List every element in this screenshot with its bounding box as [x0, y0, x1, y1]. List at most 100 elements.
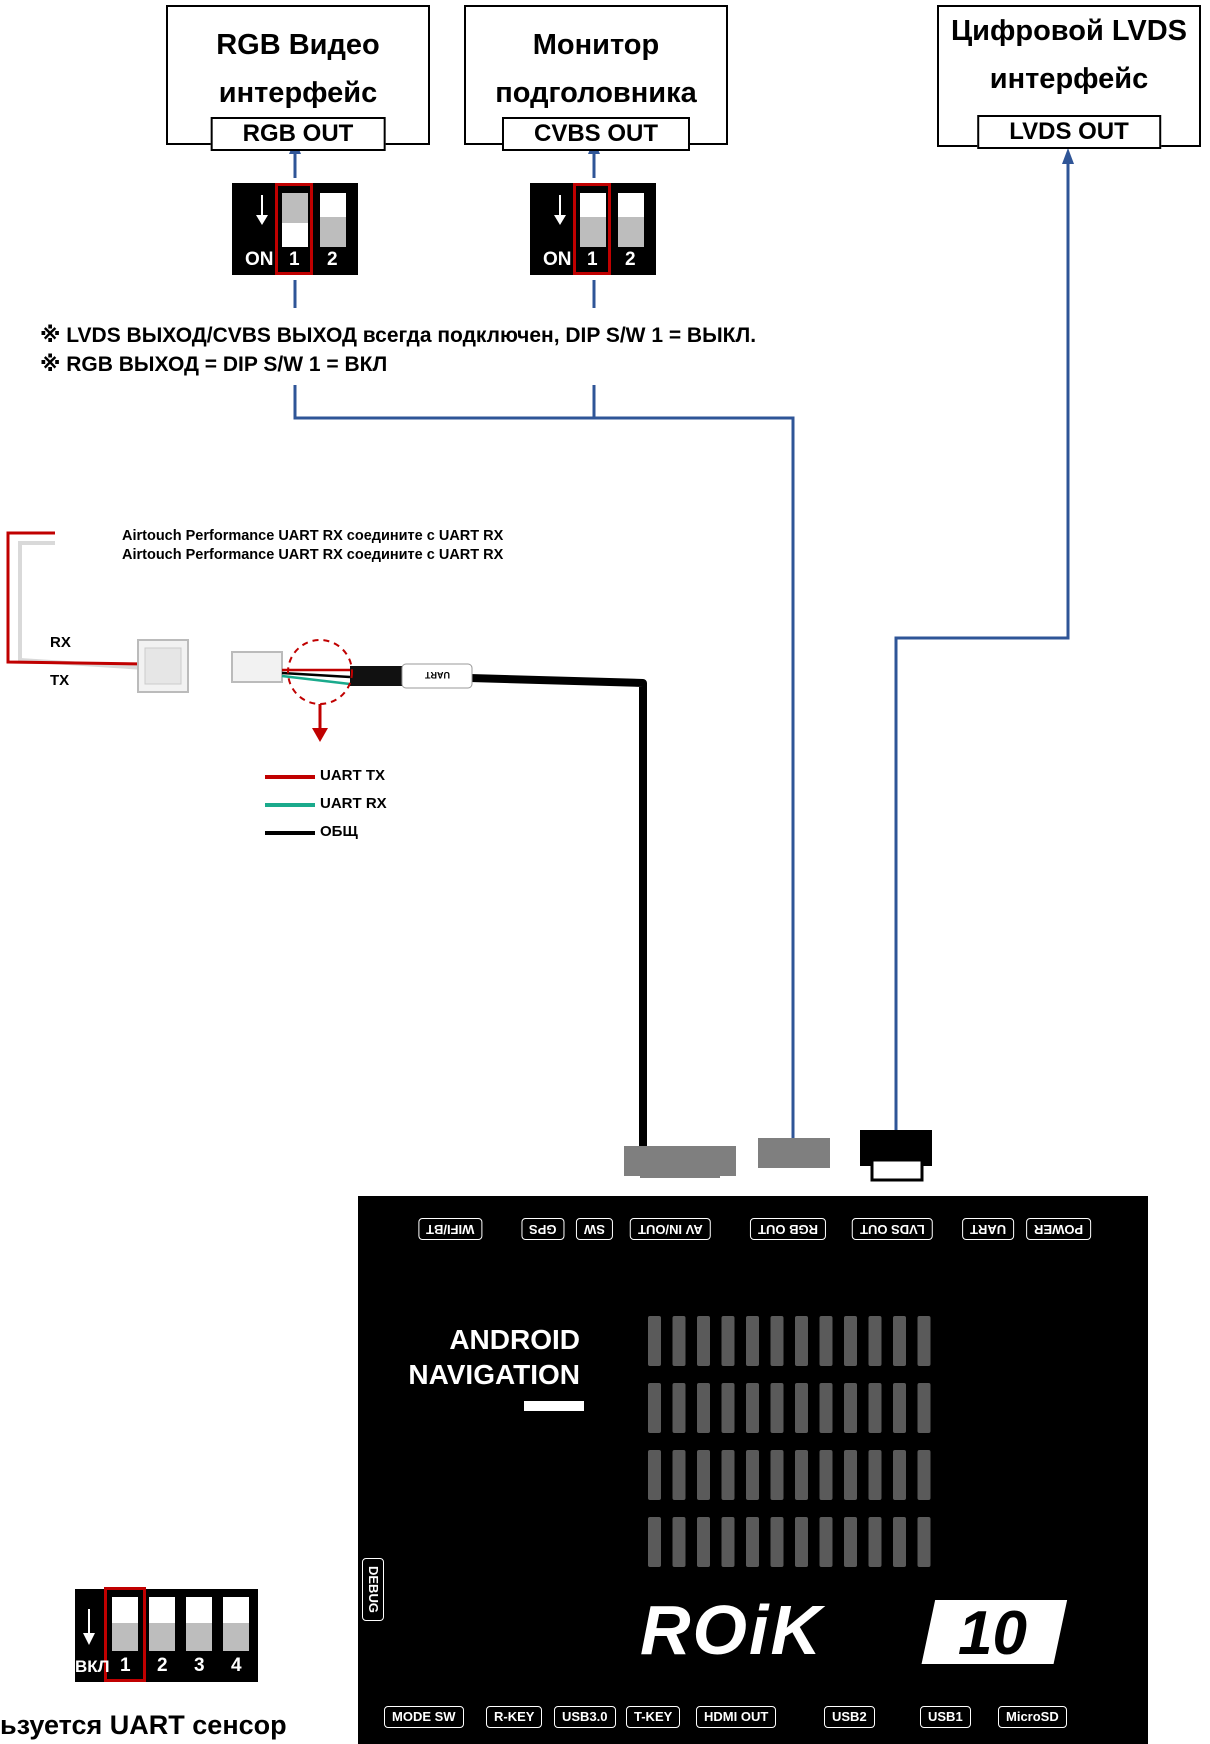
vent-slot: [697, 1316, 710, 1366]
legend-uart-tx: UART TX: [320, 767, 385, 784]
vent-slot: [697, 1383, 710, 1433]
dip-highlight: [104, 1587, 146, 1682]
lvds-out-port: LVDS OUT: [977, 115, 1161, 149]
dip-highlight: [275, 183, 313, 275]
down-arrow-icon: [312, 728, 328, 742]
port-usb3: USB3.0: [554, 1706, 616, 1728]
port-av-in-out: AV IN/OUT: [630, 1218, 711, 1240]
vent-slot: [746, 1450, 759, 1500]
vent-slot: [844, 1517, 857, 1567]
rgb-box-line1: RGB Видео: [216, 29, 380, 61]
dip-on-label: ON: [543, 249, 572, 270]
av-connector: [624, 1146, 736, 1176]
vent-slot: [721, 1517, 735, 1567]
vent-slot: [795, 1316, 808, 1366]
note-line-2: ※ RGB ВЫХОД = DIP S/W 1 = ВКЛ: [40, 353, 388, 376]
lvds-wire: [894, 162, 1070, 1130]
port-sw: SW: [576, 1218, 613, 1240]
dip-sw-2: [149, 1597, 175, 1651]
port-usb2: USB2: [824, 1706, 875, 1728]
vent-slot: [672, 1450, 686, 1500]
red-wire: [6, 531, 146, 666]
lvds-interface-box: Цифровой LVDS интерфейс LVDS OUT: [937, 5, 1201, 149]
bottom-caption: ьзуется UART сенсор: [0, 1710, 287, 1740]
port-gps: GPS: [521, 1218, 565, 1240]
port-lvds-out: LVDS OUT: [852, 1218, 933, 1240]
monitor-box-line2: подголовника: [495, 77, 697, 109]
vent-slot: [917, 1383, 931, 1433]
port-power: POWER: [1026, 1218, 1092, 1240]
down-arrow-icon: [256, 195, 268, 225]
vent-slot: [844, 1383, 857, 1433]
vent-grille: [648, 1316, 931, 1567]
vent-slot: [697, 1517, 710, 1567]
vent-slot: [648, 1517, 661, 1567]
note-line-1: ※ LVDS ВЫХОД/CVBS ВЫХОД всегда подключен…: [40, 324, 757, 347]
legend-uart-rx: UART RX: [320, 795, 387, 812]
port-t-key: T-KEY: [626, 1706, 681, 1728]
vent-slot: [893, 1450, 906, 1500]
vent-slot: [868, 1316, 882, 1366]
dip-sw3-label: 3: [194, 1655, 205, 1676]
dip-sw-2: [618, 193, 644, 247]
cvbs-out-port: CVBS OUT: [501, 117, 691, 151]
dip-sw-1: [112, 1597, 138, 1651]
vent-slot: [819, 1450, 833, 1500]
dip-on-label: ВКЛ: [75, 1657, 110, 1676]
lvds-box-line1: Цифровой LVDS: [950, 15, 1188, 47]
port-uart: UART: [962, 1218, 1015, 1240]
port-wifi-bt: WIFI/BT: [418, 1218, 483, 1240]
uart-black-cable: [469, 674, 647, 1148]
vent-slot: [844, 1316, 857, 1366]
vent-slot: [770, 1316, 784, 1366]
vent-slot: [795, 1450, 808, 1500]
vent-slot: [819, 1316, 833, 1366]
rgb-video-box: RGB Видео интерфейс RGB OUT: [166, 5, 430, 151]
dip-switch-uart: ВКЛ 1 2 3 4: [75, 1587, 258, 1682]
vent-slot: [721, 1316, 735, 1366]
port-mode-sw: MODE SW: [384, 1706, 464, 1728]
vent-slot: [648, 1450, 661, 1500]
vent-slot: [844, 1450, 857, 1500]
vent-slot: [770, 1517, 784, 1567]
vent-slot: [697, 1450, 710, 1500]
dip-sw2-label: 2: [157, 1655, 168, 1676]
vent-slot: [917, 1517, 931, 1567]
down-arrow-icon: [83, 1609, 95, 1645]
rgb-connector: [758, 1138, 830, 1168]
rx-label: RX: [50, 634, 71, 651]
debug-label: DEBUG: [362, 1558, 384, 1621]
vent-slot: [648, 1383, 661, 1433]
dip-sw-4: [223, 1597, 249, 1651]
vent-slot: [819, 1517, 833, 1567]
rgb-box-line2: интерфейс: [218, 77, 378, 109]
vent-slot: [672, 1316, 686, 1366]
vent-slot: [795, 1517, 808, 1567]
dip-on-label: ON: [245, 249, 274, 270]
cable-tag: UART: [425, 670, 450, 680]
vent-slot: [672, 1383, 686, 1433]
dip-switch-rgb: ON 1 2: [232, 183, 358, 275]
vent-slot: [648, 1316, 661, 1366]
vent-slot: [893, 1517, 906, 1567]
cable-heatshrink: [350, 666, 402, 686]
brand-line-2: NAVIGATION: [408, 1359, 580, 1390]
vent-slot: [721, 1450, 735, 1500]
vent-slot: [746, 1383, 759, 1433]
right-connector: [231, 651, 283, 683]
lvds-arrow-icon: [1062, 148, 1074, 164]
vent-slot: [746, 1517, 759, 1567]
roik-logo: ROiK 10: [640, 1596, 1068, 1668]
vent-slot: [868, 1517, 882, 1567]
vent-slot: [746, 1316, 759, 1366]
port-rgb-out: RGB OUT: [750, 1218, 826, 1240]
dip-sw-1: [282, 193, 308, 247]
rgb-out-port: RGB OUT: [210, 117, 386, 151]
port-r-key: R-KEY: [486, 1706, 543, 1728]
vent-slot: [672, 1517, 686, 1567]
dip-sw1-label: 1: [120, 1655, 131, 1676]
dip-switch-cvbs: ON 1 2: [530, 183, 656, 275]
dip-sw2-label: 2: [625, 249, 636, 270]
blue-wire-av: [293, 385, 795, 1140]
vent-slot: [770, 1383, 784, 1433]
